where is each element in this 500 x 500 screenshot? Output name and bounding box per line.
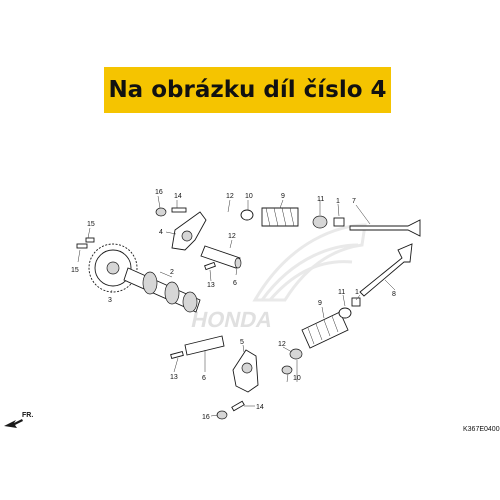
callout-9-bottom: 9 [318, 300, 322, 307]
callout-14-bottom: 14 [256, 404, 264, 411]
callout-11-bottom: 11 [338, 289, 345, 296]
callout-14-top: 14 [174, 193, 182, 200]
front-direction-arrow: FR. [4, 412, 33, 428]
valve-spring-lower [281, 297, 361, 375]
part-number-banner: Na obrázku díl číslo 4 [104, 67, 391, 113]
rocker-arm-lower [232, 349, 259, 393]
camshaft [123, 267, 201, 313]
callout-5: 5 [240, 339, 244, 346]
callout-11-top: 11 [317, 196, 324, 203]
callout-labels: 16 14 12 10 9 11 1 7 15 4 12 15 2 13 6 3… [71, 189, 396, 421]
callout-2: 2 [170, 269, 174, 276]
callout-9-top: 9 [281, 193, 285, 200]
banner-text: Na obrázku díl číslo 4 [108, 77, 387, 103]
rocker-shaft-upper [200, 245, 242, 269]
callout-16-top: 16 [155, 189, 163, 196]
adjuster-lower [216, 400, 245, 420]
callout-10-top: 10 [245, 193, 253, 200]
callout-13-top: 13 [207, 282, 215, 289]
valve-spring-upper [155, 207, 345, 229]
callout-1-top: 1 [336, 198, 340, 205]
callout-8: 8 [392, 291, 396, 298]
honda-wing-watermark [252, 223, 367, 302]
callout-6-bottom: 6 [202, 375, 206, 382]
callout-12-mid: 12 [228, 233, 236, 240]
honda-watermark-text: HONDA [189, 307, 275, 332]
callout-12-bottom: 12 [278, 341, 286, 348]
rocker-arm-upper [171, 211, 207, 251]
callout-13-bottom: 13 [170, 374, 178, 381]
cam-sprocket [88, 243, 138, 293]
callout-1-bottom: 1 [355, 289, 359, 296]
diagram-code: K367E0400 [463, 426, 500, 433]
callout-3: 3 [108, 297, 112, 304]
valves [349, 219, 421, 297]
front-direction-label: FR. [22, 412, 33, 419]
callout-15-top: 15 [87, 221, 95, 228]
bolts [76, 237, 216, 360]
callout-4: 4 [159, 229, 163, 236]
callout-7: 7 [352, 198, 356, 205]
callout-10-bottom: 10 [293, 375, 301, 382]
callout-16-bottom: 16 [202, 414, 210, 421]
callout-6-top: 6 [233, 280, 237, 287]
rocker-shaft-lower [184, 335, 225, 356]
callout-12-top: 12 [226, 193, 234, 200]
callout-15-left: 15 [71, 267, 79, 274]
